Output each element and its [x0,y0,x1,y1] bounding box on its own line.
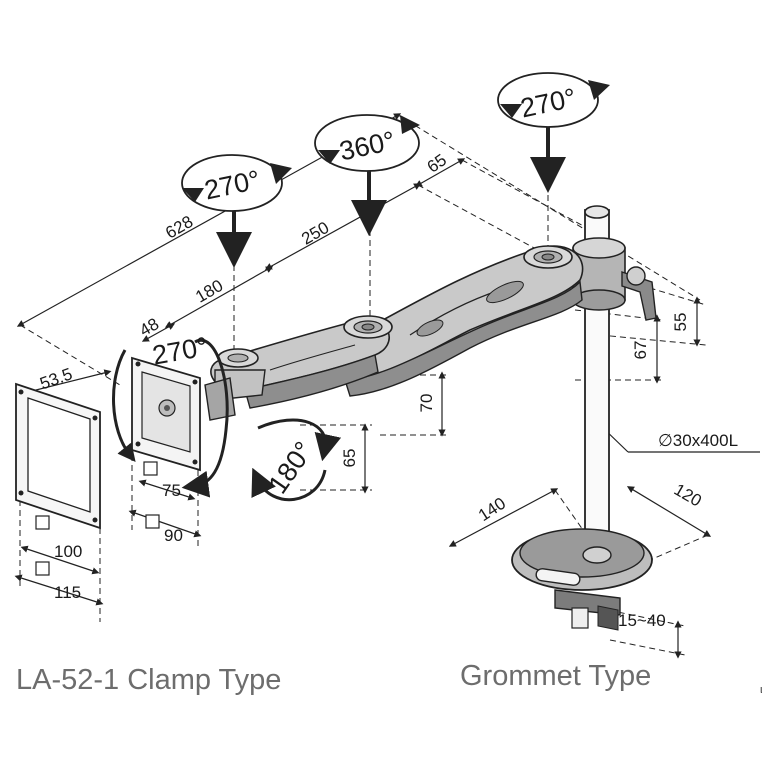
vesa-115-square [35,561,50,576]
dim-vesa-75: 75 [162,481,181,500]
pole-assembly [511,205,653,631]
rotation-indicator-swivel: 180° [251,418,342,502]
dim-vesa-offset: 48 [136,314,162,340]
dim-total-length: 628 [162,212,196,243]
dim-base-width: 120 [671,480,705,511]
vesa-plate-detached [15,382,101,530]
rotation-indicator-tilt: 270° [112,331,229,498]
dim-clamp-height: 55 [671,313,690,332]
clamp-type-caption: LA-52-1 Clamp Type [16,664,282,696]
vesa-75-square [143,461,158,476]
dim-collar-height: 67 [631,341,650,360]
dim-head-arm: 180 [192,276,226,307]
rotation-indicator-middle: 360° [314,114,420,236]
vesa-100-square [35,515,50,530]
dim-vesa-115: 115 [54,583,81,602]
dim-arm-drop: 70 [417,394,436,413]
grommet-type-caption: Grommet Type [460,660,652,692]
dim-plate-offset: 53.5 [37,364,75,393]
corner-mark: ι [760,684,763,696]
dim-vesa-100: 100 [54,542,82,561]
dim-pole: ∅30x400L [658,431,738,450]
vesa-plate-mounted [131,356,201,472]
dim-arm-length: 250 [298,218,332,249]
rotation-label-tilt: 270° [150,331,210,370]
dim-head-drop: 65 [340,449,359,468]
rotation-indicator-pole: 270° [497,72,610,193]
dim-base-depth: 140 [475,494,509,525]
dim-pole-offset: 65 [424,150,450,176]
dim-vesa-90: 90 [164,526,183,545]
rotation-indicator-left: 270° [181,154,292,268]
vesa-90-square [145,514,160,529]
dim-clamp-range: 15~40 [618,611,666,630]
